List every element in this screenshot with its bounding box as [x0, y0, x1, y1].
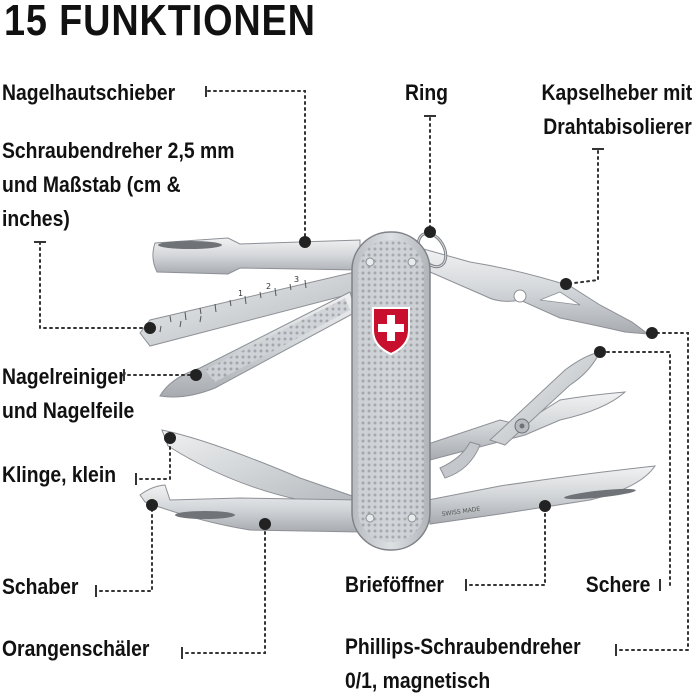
label-brieföffner: Brieföffner	[345, 572, 444, 597]
ruler-tick-3: 3	[294, 275, 299, 284]
leader-ticks	[34, 86, 661, 659]
ruler-tick-2: 2	[266, 282, 271, 291]
label-schraubendreher-line2: und Maßstab (cm &	[2, 172, 181, 197]
swiss-cross-shield-icon	[372, 307, 410, 356]
label-orangenschaeler: Orangenschäler	[2, 636, 150, 661]
label-schraubendreher-line3: inches)	[2, 206, 70, 231]
label-klinge: Klinge, klein	[2, 462, 117, 487]
scraper-tool	[139, 484, 361, 533]
page-title: 15 FUNKTIONEN	[4, 0, 316, 45]
ruler-tick-1: 1	[238, 289, 243, 298]
label-phillips-line2: 0/1, magnetisch	[345, 668, 491, 693]
label-ring: Ring	[405, 80, 449, 105]
scissors-tool	[424, 351, 627, 479]
nagelhautschieber-tool	[152, 237, 361, 275]
leader-lines	[39, 90, 689, 654]
label-kapselheber-line2: Drahtabisolierer	[543, 114, 692, 139]
label-schaber: Schaber	[2, 574, 79, 599]
bottle-opener-tool	[419, 247, 650, 335]
label-schraubendreher-line1: Schraubendreher 2,5 mm	[2, 138, 235, 163]
letter-opener-tool: SWISS MADE	[427, 465, 657, 525]
label-kapselheber-line1: Kapselheber mit	[541, 80, 692, 105]
leader-dots	[144, 226, 658, 530]
label-nagelreiniger-line1: Nagelreiniger	[2, 364, 126, 389]
label-schere: Schere	[585, 572, 650, 597]
label-phillips-line1: Phillips-Schraubendreher	[345, 634, 581, 659]
knife-handle	[351, 231, 431, 551]
label-nagelhautschieber: Nagelhautschieber	[2, 80, 176, 105]
label-nagelreiniger-line2: und Nagelfeile	[2, 398, 135, 423]
